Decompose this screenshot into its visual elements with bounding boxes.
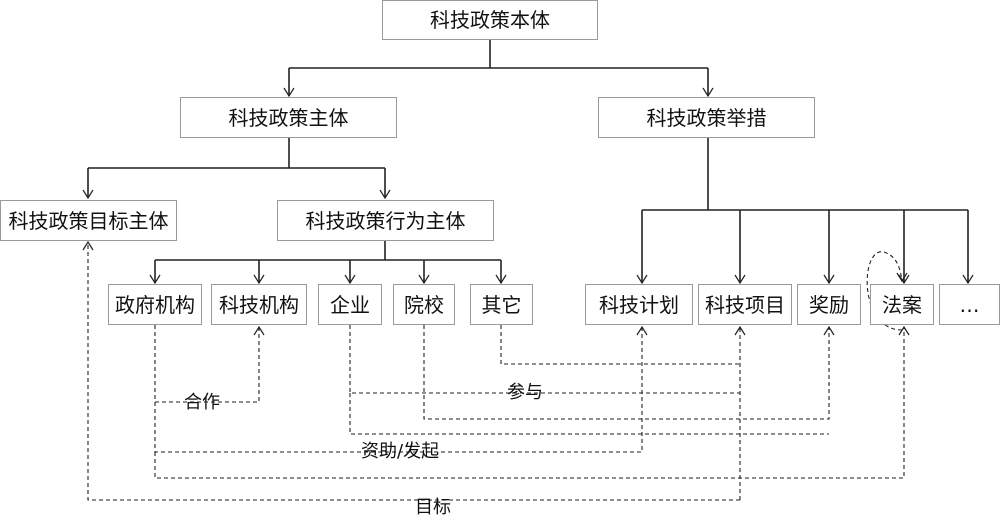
other-project-line: [500, 325, 740, 365]
sci-org-node-label: 科技机构: [219, 292, 299, 317]
actor-subject-node: 科技政策行为主体: [277, 200, 494, 241]
more-node-label: …: [959, 292, 980, 317]
root-node: 科技政策本体: [382, 0, 598, 40]
college-node-label: 院校: [404, 292, 444, 317]
target-label: 目标: [415, 497, 451, 518]
fund-label: 资助/发起: [361, 441, 440, 462]
enterprise-node-label: 企业: [330, 292, 370, 317]
cooperate-label: 合作: [184, 392, 220, 413]
other-node: 其它: [470, 284, 533, 325]
measures-node: 科技政策举措: [598, 97, 815, 138]
gov-node: 政府机构: [108, 284, 202, 325]
college-node: 院校: [393, 284, 455, 325]
award-node-label: 奖励: [809, 292, 849, 317]
award-node: 奖励: [797, 284, 861, 325]
project-node-label: 科技项目: [705, 292, 785, 317]
relation-connectors: [82, 240, 910, 501]
participate-line: [349, 325, 740, 394]
bill-node-label: 法案: [882, 292, 922, 317]
enterprise-node: 企业: [318, 284, 382, 325]
other-node-label: 其它: [481, 292, 522, 317]
subject-node-label: 科技政策主体: [228, 105, 349, 130]
college-award-line: [423, 325, 835, 420]
plan-node: 科技计划: [585, 284, 693, 325]
tree-connectors: [82, 40, 974, 285]
gov-node-label: 政府机构: [115, 292, 195, 317]
subject-node: 科技政策主体: [180, 97, 397, 138]
more-node: …: [939, 284, 1000, 325]
root-node-label: 科技政策本体: [430, 8, 550, 32]
fund-plan-line: [154, 325, 648, 453]
project-node: 科技项目: [698, 284, 792, 325]
sci-org-node: 科技机构: [211, 284, 307, 325]
cooperate-line: [154, 325, 265, 403]
plan-node-label: 科技计划: [599, 292, 679, 317]
actor-subject-node-label: 科技政策行为主体: [305, 208, 466, 233]
target-line: [82, 240, 740, 501]
enterprise-award-line: [349, 393, 829, 435]
target-subject-node: 科技政策目标主体: [0, 200, 177, 241]
target-subject-node-label: 科技政策目标主体: [8, 208, 169, 233]
participate-label: 参与: [507, 382, 543, 403]
measures-node-label: 科技政策举措: [646, 105, 767, 130]
bill-node: 法案: [870, 284, 934, 325]
fund-bill-line: [154, 325, 910, 479]
